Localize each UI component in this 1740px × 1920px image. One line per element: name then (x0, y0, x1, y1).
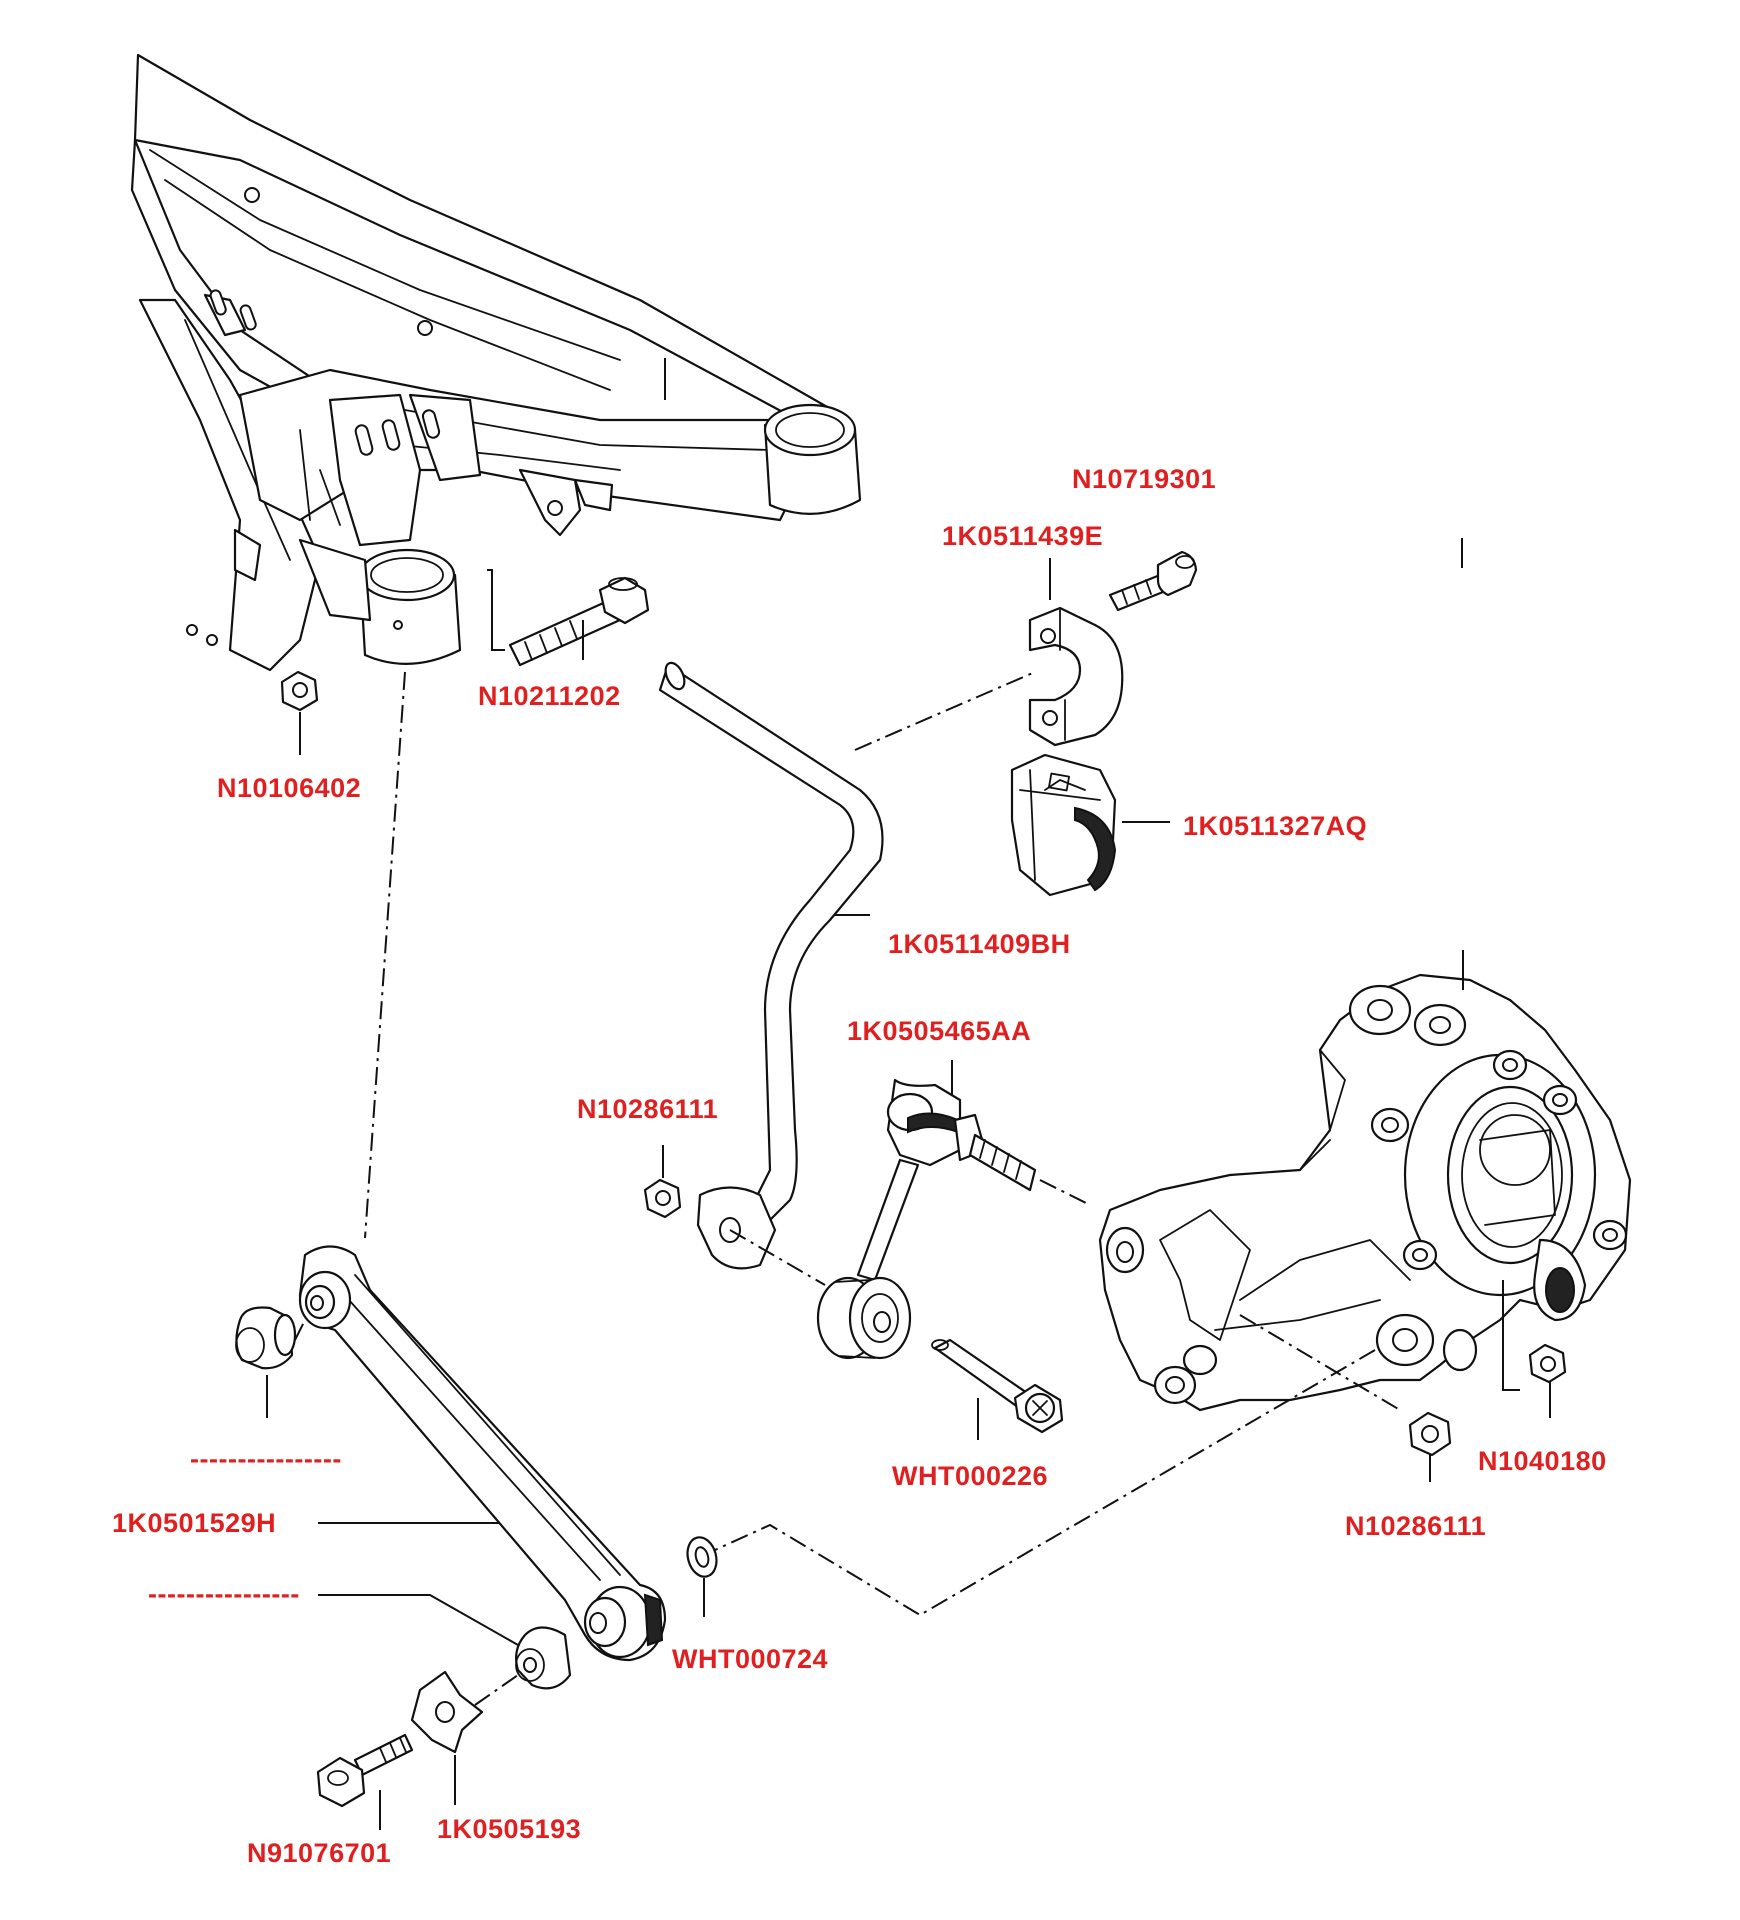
bushing-left (235, 1306, 297, 1370)
stabilizer-bar-1k0511409bh (658, 661, 884, 1270)
rear-subframe (130, 53, 862, 672)
control-arm-1k0501529h (298, 1245, 667, 1662)
bolt-wht000226 (931, 1338, 1064, 1434)
eccentric-washer-1k0505193 (410, 1670, 484, 1754)
label-wht000226: WHT000226 (892, 1461, 1048, 1491)
nut-n10106402 (280, 670, 319, 712)
bolt-n10211202 (508, 576, 650, 667)
wheel-bearing-housing (1098, 973, 1632, 1412)
nut-n10286111-upper (643, 1178, 682, 1219)
label-n91076701: N91076701 (247, 1838, 391, 1868)
leader-lines (266, 358, 1551, 1830)
part-number-labels: N10719301 1K0511439E N10211202 N10106402… (112, 464, 1607, 1868)
label-1k0505193: 1K0505193 (437, 1814, 581, 1844)
nut-n10286111-lower (1408, 1411, 1452, 1457)
nut-n1040180 (1528, 1343, 1567, 1384)
label-n10286111-upper: N10286111 (577, 1094, 718, 1124)
label-dashes-1: ---------------- (190, 1444, 342, 1474)
bushing-1k0511327aq (1010, 753, 1117, 897)
bushing-lower (515, 1626, 572, 1690)
bolt-n10719301 (1108, 550, 1198, 612)
bolt-n91076701 (316, 1733, 414, 1808)
assembly-center-lines (294, 671, 1401, 1706)
label-n1040180: N1040180 (1478, 1446, 1607, 1476)
coupling-rod-1k0505465aa (816, 1078, 1037, 1360)
label-n10286111-lower: N10286111 (1345, 1511, 1486, 1541)
label-1k0511439e: 1K0511439E (942, 521, 1103, 551)
label-1k0511409bh: 1K0511409BH (888, 929, 1071, 959)
clamp-1k0511439e (1028, 606, 1124, 747)
label-n10719301: N10719301 (1072, 464, 1216, 494)
label-1k0511327aq: 1K0511327AQ (1183, 811, 1367, 841)
label-wht000724: WHT000724 (672, 1644, 828, 1674)
label-n10106402: N10106402 (217, 773, 361, 803)
label-n10211202: N10211202 (478, 681, 621, 711)
label-dashes-2: ---------------- (148, 1579, 300, 1609)
label-1k0501529h: 1K0501529H (112, 1508, 276, 1538)
label-1k0505465aa: 1K0505465AA (847, 1016, 1031, 1046)
washer-wht000724 (686, 1536, 718, 1578)
